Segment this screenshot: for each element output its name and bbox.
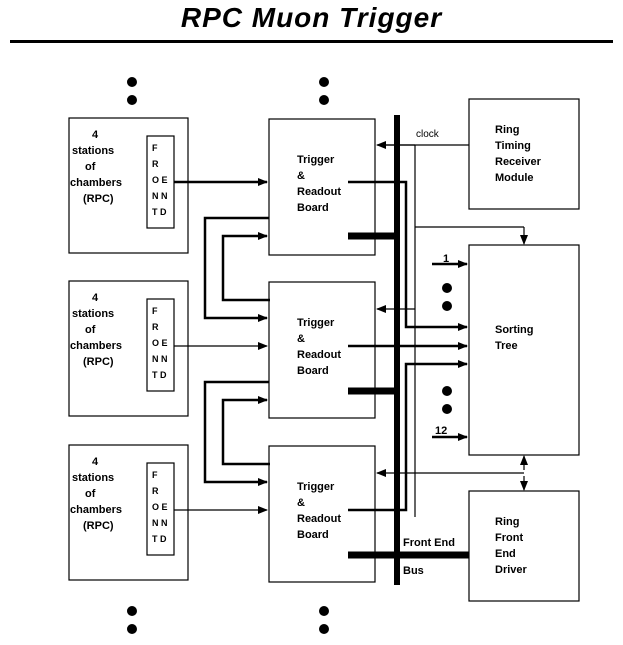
board-label-line: &: [297, 170, 305, 182]
sorting-tree-label-line: Tree: [495, 340, 518, 352]
board-label-line: Board: [297, 529, 329, 541]
chamber-label-line: stations: [72, 472, 114, 484]
dot: [127, 624, 137, 634]
chamber-label-line: stations: [72, 308, 114, 320]
front-end-letters: F: [152, 143, 158, 153]
dot: [319, 624, 329, 634]
chamber-group: 4 stations of chambers (RPC) FR O E N N T D: [68, 280, 189, 417]
chamber-label-line: (RPC): [83, 520, 114, 532]
dot: [127, 95, 137, 105]
ring-driver-label-line: Ring: [495, 516, 519, 528]
chamber-label-line: 4: [92, 292, 99, 304]
chamber-label-line: stations: [72, 145, 114, 157]
front-end-box: [146, 462, 175, 556]
board-label-line: Board: [297, 365, 329, 377]
ring-driver-label-line: End: [495, 548, 516, 560]
continuation-dots-bottom: [127, 606, 329, 634]
chamber-label-line: 4: [92, 456, 99, 468]
chamber-label-line: (RPC): [83, 356, 114, 368]
board-box: [268, 281, 376, 419]
front-end-letters: R: [152, 322, 159, 332]
front-end-letters: N N: [152, 518, 168, 528]
dot: [442, 301, 452, 311]
chamber-label-line: chambers: [70, 504, 122, 516]
chamber-group: 4 stations of chambers (RPC) FR O E N N T D: [68, 117, 189, 254]
board2-to-board3-link: [203, 380, 269, 486]
dot: [442, 283, 452, 293]
sorting-tree-label-line: Sorting: [495, 324, 534, 336]
bus-label-bottom: Bus: [403, 565, 424, 577]
front-end-letters: T D: [152, 207, 167, 217]
chamber-label-line: chambers: [70, 340, 122, 352]
front-end-letters: O E: [152, 175, 168, 185]
sorting-input-last-label: 12: [435, 425, 447, 437]
title-rule: [10, 40, 613, 43]
sorting-tree: [468, 244, 580, 456]
dot: [442, 386, 452, 396]
chamber-label-line: of: [85, 488, 96, 500]
board-label-line: Trigger: [297, 154, 335, 166]
diagram-title: RPC Muon Trigger: [180, 2, 443, 33]
chamber-label-line: of: [85, 324, 96, 336]
board-label-line: Readout: [297, 186, 341, 198]
dot: [319, 95, 329, 105]
board-label-line: Trigger: [297, 317, 335, 329]
sorting-input-first-label: 1: [443, 253, 449, 265]
front-end-letters: F: [152, 306, 158, 316]
dot: [127, 77, 137, 87]
ring-driver-label-line: Front: [495, 532, 523, 544]
front-end-letters: F: [152, 470, 158, 480]
bus-label-top: Front End: [403, 537, 455, 549]
chamber-label-line: chambers: [70, 177, 122, 189]
ring-timing-label-line: Module: [495, 172, 534, 184]
dot: [319, 77, 329, 87]
chamber-label-line: (RPC): [83, 193, 114, 205]
front-end-letters: R: [152, 486, 159, 496]
chamber-label-line: 4: [92, 129, 99, 141]
dot: [127, 606, 137, 616]
board3-to-board2-link: [221, 396, 270, 466]
front-end-letters: T D: [152, 370, 167, 380]
front-end-letters: T D: [152, 534, 167, 544]
ring-timing-label-line: Ring: [495, 124, 519, 136]
ring-timing-label-line: Receiver: [495, 156, 542, 168]
board-label-line: Trigger: [297, 481, 335, 493]
board-label-line: Board: [297, 202, 329, 214]
front-end-box: [146, 298, 175, 392]
chamber-label-line: of: [85, 161, 96, 173]
clock-label: clock: [416, 129, 440, 140]
front-end-letters: N N: [152, 191, 168, 201]
front-end-letters: O E: [152, 338, 168, 348]
front-end-letters: N N: [152, 354, 168, 364]
continuation-dots-top: [127, 77, 329, 105]
board3-to-sorting-line: [348, 360, 468, 512]
board-label-line: Readout: [297, 513, 341, 525]
front-end-letters: R: [152, 159, 159, 169]
board2-to-board1-link: [221, 232, 270, 302]
dot: [319, 606, 329, 616]
board1-to-board2-link: [203, 216, 269, 322]
board-box: [268, 445, 376, 583]
ring-front-end-driver: [468, 490, 580, 602]
board-label-line: &: [297, 333, 305, 345]
ring-driver-label-line: Driver: [495, 564, 528, 576]
board-label-line: &: [297, 497, 305, 509]
ring-timing-receiver-module: [468, 98, 580, 210]
front-end-letters: O E: [152, 502, 168, 512]
board-box: [268, 118, 376, 256]
ring-timing-label-line: Timing: [495, 140, 531, 152]
board-label-line: Readout: [297, 349, 341, 361]
board1-to-sorting-line: [348, 180, 468, 331]
dot: [442, 404, 452, 414]
chamber-group: 4 stations of chambers (RPC) FR O E N N T D: [68, 444, 189, 581]
